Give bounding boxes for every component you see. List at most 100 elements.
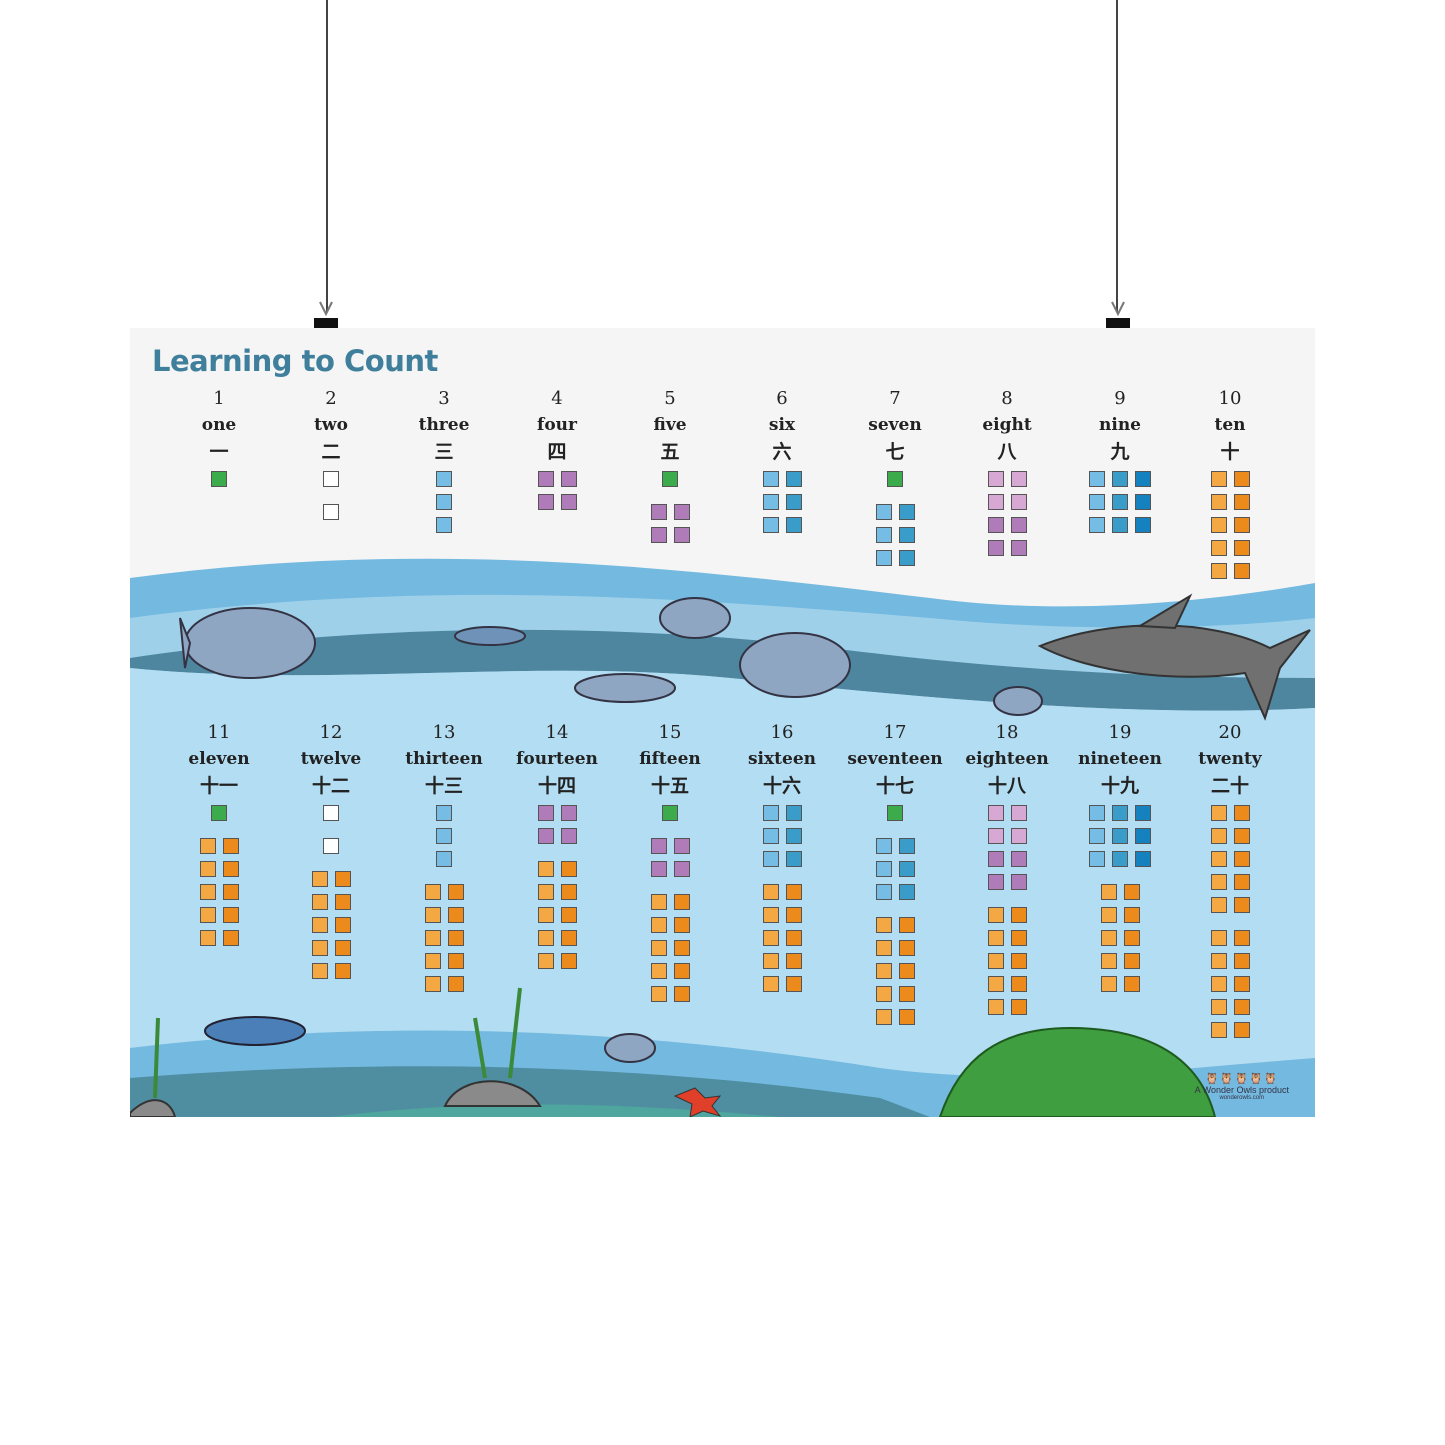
block-row (537, 494, 577, 510)
count-square (673, 527, 690, 543)
counting-blocks (1065, 805, 1175, 1009)
counting-blocks (952, 471, 1062, 573)
count-square (1210, 540, 1227, 556)
count-square (898, 940, 915, 956)
count-square (560, 907, 577, 923)
count-square (1233, 851, 1250, 867)
count-square (650, 894, 667, 910)
block-row (650, 838, 690, 854)
numeral: 6 (776, 388, 788, 409)
count-square (436, 805, 452, 821)
count-square (334, 963, 351, 979)
chinese-numeral: 十八 (987, 775, 1026, 797)
block-row (424, 976, 464, 992)
counting-blocks (1065, 471, 1175, 550)
count-square (199, 838, 216, 854)
block-row (323, 838, 339, 854)
count-square (1210, 563, 1227, 579)
count-square (762, 953, 779, 969)
brand-name: A Wonder Owls product (1194, 1085, 1289, 1095)
count-square (875, 550, 892, 566)
block-row (1089, 494, 1151, 510)
count-square (1100, 976, 1117, 992)
count-square (199, 861, 216, 877)
number-word: seventeen (847, 749, 943, 769)
block-group (875, 838, 915, 900)
count-square (1010, 471, 1027, 487)
count-square (1089, 471, 1105, 487)
count-square (222, 861, 239, 877)
block-row (1100, 907, 1140, 923)
block-row (762, 930, 802, 946)
count-square (673, 986, 690, 1002)
block-group (887, 805, 903, 821)
block-row (1210, 851, 1250, 867)
count-square (1112, 471, 1128, 487)
block-row (650, 894, 690, 910)
count-square (323, 504, 339, 520)
block-row (762, 805, 802, 821)
count-square (1010, 976, 1027, 992)
numeral: 18 (995, 722, 1019, 743)
block-row (537, 861, 577, 877)
number-word: ten (1214, 415, 1246, 435)
block-group (1100, 884, 1140, 992)
count-square (1233, 874, 1250, 890)
count-square (1100, 907, 1117, 923)
count-square (1112, 517, 1128, 533)
count-square (1010, 930, 1027, 946)
count-square (447, 930, 464, 946)
numeral: 4 (551, 388, 563, 409)
count-square (987, 930, 1004, 946)
poster-title: Learning to Count (152, 344, 438, 378)
count-square (1089, 805, 1105, 821)
count-square (1210, 851, 1227, 867)
count-square (875, 527, 892, 543)
count-square (1089, 494, 1105, 510)
count-square (650, 527, 667, 543)
block-row (650, 504, 690, 520)
count-square (1210, 1022, 1227, 1038)
block-row (987, 930, 1027, 946)
block-row (762, 851, 802, 867)
fish-5 (574, 673, 676, 703)
count-square (987, 828, 1004, 844)
count-square (334, 940, 351, 956)
block-row (211, 471, 227, 487)
count-square (1010, 907, 1027, 923)
block-row (762, 494, 802, 510)
block-group (1210, 471, 1250, 579)
fish-7 (204, 1016, 306, 1046)
count-square (1210, 999, 1227, 1015)
block-row (1210, 897, 1250, 913)
count-square (875, 884, 892, 900)
block-row (887, 805, 903, 821)
block-row (875, 884, 915, 900)
block-group (650, 504, 690, 543)
block-group (1089, 471, 1151, 533)
number-word: seven (868, 415, 922, 435)
block-row (1210, 874, 1250, 890)
numeral: 5 (664, 388, 676, 409)
count-square (1233, 953, 1250, 969)
fish-6 (993, 686, 1043, 716)
count-square (987, 999, 1004, 1015)
count-square (1123, 907, 1140, 923)
count-square (673, 838, 690, 854)
block-group (1210, 930, 1250, 1038)
numeral: 2 (325, 388, 337, 409)
count-square (1123, 953, 1140, 969)
brand-url: wonderowls.com (1219, 1095, 1265, 1101)
block-row (987, 907, 1027, 923)
count-square (560, 930, 577, 946)
wonder-owls-logo: 🦉🦉🦉🦉🦉 A Wonder Owls product wonderowls.c… (1195, 1072, 1289, 1101)
count-square (785, 976, 802, 992)
block-row (311, 871, 351, 887)
block-group (537, 861, 577, 969)
